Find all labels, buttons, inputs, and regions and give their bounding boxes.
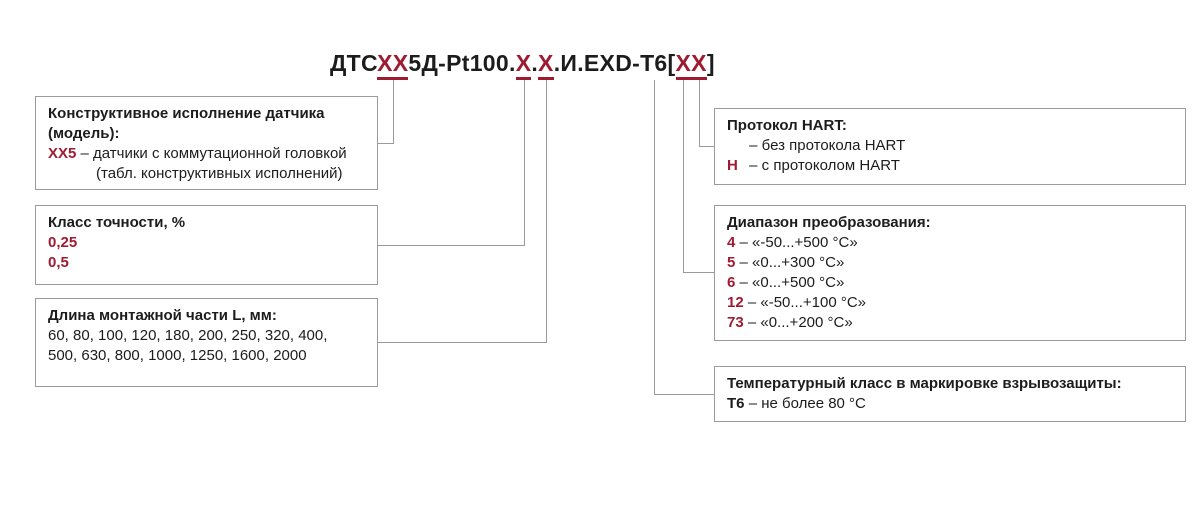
accuracy-box-heading: Класс точности, % — [48, 214, 186, 231]
range-code: 4 — [727, 234, 736, 251]
code-range-placeholder: Х — [675, 50, 692, 80]
tempclass-row: Т6 – не более 80 °С — [727, 394, 1173, 414]
tempclass-code: Т6 — [727, 395, 745, 412]
code-dot-1: . — [531, 50, 539, 76]
range-box: Диапазон преобразования: 4 – «-50...+500… — [714, 205, 1186, 341]
range-item: 4 – «-50...+500 °С» — [727, 233, 1173, 253]
model-desc-2: (табл. конструктивных исполнений) — [96, 165, 343, 182]
range-desc: – «0...+300 °С» — [739, 254, 845, 271]
range-item: 73 – «0...+200 °С» — [727, 313, 1173, 333]
hart-row-h: Н – с протоколом HART — [727, 156, 1173, 176]
code-hart-placeholder: Х — [691, 50, 707, 80]
model-box-heading: Конструктивное исполнение датчика (модел… — [48, 105, 325, 142]
code-model-placeholder: ХХ — [377, 50, 409, 80]
range-desc: – «-50...+100 °С» — [747, 294, 867, 311]
order-code-title: ДТСХХ5Д-Pt100.Х.Х.И.EXD-Т6[ХХ] — [330, 50, 715, 80]
hart-box: Протокол HART: – без протокола HART Н – … — [714, 108, 1186, 185]
range-desc: – «0...+200 °С» — [747, 314, 853, 331]
code-prefix: ДТС — [330, 50, 378, 76]
range-desc: – «-50...+500 °С» — [739, 234, 858, 251]
code-series: 5Д-Pt100. — [408, 50, 516, 76]
model-code: ХХ5 — [48, 145, 77, 162]
model-desc: – датчики с коммутационной головкой — [80, 145, 347, 162]
tempclass-desc: – не более 80 °С — [748, 395, 866, 412]
range-desc: – «0...+500 °С» — [739, 274, 845, 291]
range-box-heading: Диапазон преобразования: — [727, 214, 931, 231]
code-bracket-open: [ — [667, 50, 676, 76]
hart-box-heading: Протокол HART: — [727, 117, 847, 134]
code-middle: .И.EXD- — [553, 50, 641, 76]
length-values-line-1: 60, 80, 100, 120, 180, 200, 250, 320, 40… — [48, 327, 328, 344]
tempclass-box: Температурный класс в маркировке взрывоз… — [714, 366, 1186, 422]
hart-desc-none: – без протокола HART — [749, 137, 906, 154]
length-values-line-2: 500, 630, 800, 1000, 1250, 1600, 2000 — [48, 347, 307, 364]
range-code: 73 — [727, 314, 744, 331]
range-item: 12 – «-50...+100 °С» — [727, 293, 1173, 313]
code-tempclass: Т6 — [640, 50, 668, 76]
tempclass-box-heading: Температурный класс в маркировке взрывоз… — [727, 375, 1122, 392]
length-box: Длина монтажной части L, мм: 60, 80, 100… — [35, 298, 378, 387]
range-item: 6 – «0...+500 °С» — [727, 273, 1173, 293]
code-accuracy-placeholder: Х — [515, 50, 532, 80]
code-length-placeholder: Х — [538, 50, 554, 80]
accuracy-value-05: 0,5 — [48, 254, 69, 271]
model-box: Конструктивное исполнение датчика (модел… — [35, 96, 378, 190]
hart-desc-h: – с протоколом HART — [749, 157, 900, 174]
range-item: 5 – «0...+300 °С» — [727, 253, 1173, 273]
range-code: 6 — [727, 274, 736, 291]
range-code: 12 — [727, 294, 744, 311]
hart-code-h: Н — [727, 157, 738, 174]
hart-row-none: – без протокола HART — [727, 136, 1173, 156]
accuracy-box: Класс точности, % 0,25 0,5 — [35, 205, 378, 285]
code-bracket-close: ] — [706, 50, 715, 76]
range-code: 5 — [727, 254, 736, 271]
model-row: ХХ5 – датчики с коммутационной головкой — [48, 144, 365, 164]
accuracy-value-025: 0,25 — [48, 234, 78, 251]
length-box-heading: Длина монтажной части L, мм: — [48, 307, 277, 324]
